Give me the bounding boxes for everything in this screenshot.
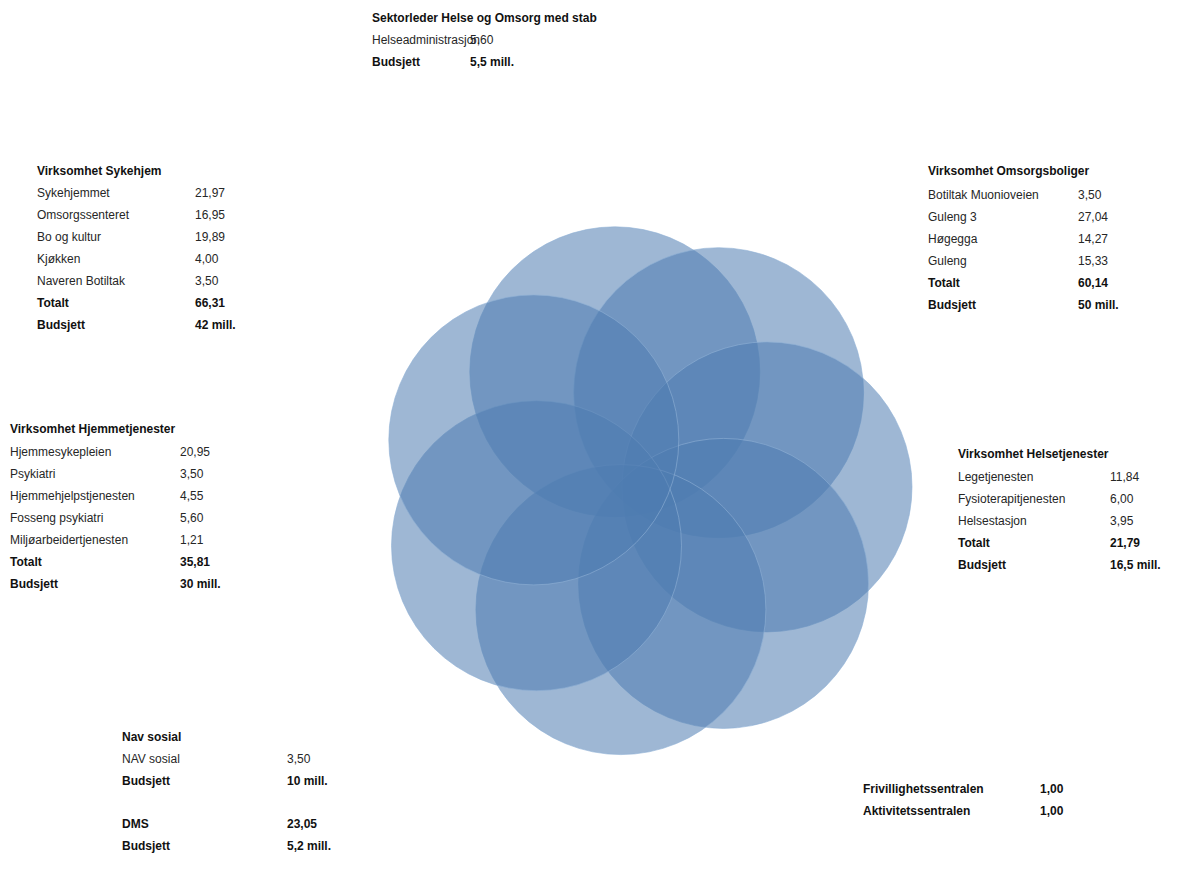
table-cell: 1,21: [180, 532, 203, 548]
table-heading: Budsjett: [122, 773, 170, 789]
table-heading: 35,81: [180, 554, 210, 570]
table-cell: 6,00: [1110, 491, 1133, 507]
table-cell: Guleng 3: [928, 209, 977, 225]
table-heading: Virksomhet Helsetjenester: [958, 446, 1109, 462]
table-heading: 1,00: [1040, 803, 1063, 819]
table-cell: 20,95: [180, 444, 210, 460]
table-cell: Hjemmesykepleien: [10, 444, 111, 460]
table-heading: Sektorleder Helse og Omsorg med stab: [372, 10, 597, 26]
table-heading: Budsjett: [10, 576, 58, 592]
table-heading: Virksomhet Omsorgsboliger: [928, 163, 1089, 179]
table-heading: Virksomhet Hjemmetjenester: [10, 421, 175, 437]
table-cell: 16,95: [195, 207, 225, 223]
table-heading: Nav sosial: [122, 729, 181, 745]
table-cell: Høgegga: [928, 231, 977, 247]
table-cell: Miljøarbeidertjenesten: [10, 532, 128, 548]
table-cell: Fysioterapitjenesten: [958, 491, 1065, 507]
table-cell: 19,89: [195, 229, 225, 245]
table-cell: 11,84: [1110, 469, 1139, 485]
table-heading: Aktivitetssentralen: [863, 803, 970, 819]
table-heading: Budsjett: [372, 54, 420, 70]
table-heading: Totalt: [958, 535, 990, 551]
table-cell: 3,50: [180, 466, 203, 482]
table-cell: 4,00: [195, 251, 218, 267]
table-cell: Psykiatri: [10, 466, 55, 482]
table-heading: Budsjett: [122, 838, 170, 854]
table-heading: 5,2 mill.: [287, 838, 331, 854]
table-cell: 21,97: [195, 185, 225, 201]
table-heading: 1,00: [1040, 781, 1063, 797]
table-heading: Totalt: [10, 554, 42, 570]
table-heading: Budsjett: [928, 297, 976, 313]
table-cell: 14,27: [1078, 231, 1108, 247]
table-heading: 42 mill.: [195, 317, 236, 333]
table-cell: Botiltak Muonioveien: [928, 187, 1039, 203]
table-cell: Helsestasjon: [958, 513, 1027, 529]
table-cell: Helseadministrasjon: [372, 32, 480, 48]
table-heading: 10 mill.: [287, 773, 328, 789]
table-cell: 3,50: [1078, 187, 1101, 203]
table-heading: Budsjett: [958, 557, 1006, 573]
table-cell: 3,95: [1110, 513, 1133, 529]
table-cell: Kjøkken: [37, 251, 80, 267]
table-heading: Totalt: [37, 295, 69, 311]
table-heading: Budsjett: [37, 317, 85, 333]
table-heading: 16,5 mill.: [1110, 557, 1161, 573]
table-cell: Fosseng psykiatri: [10, 510, 103, 526]
flower-circle: [389, 295, 679, 585]
table-cell: 27,04: [1078, 209, 1108, 225]
table-heading: Virksomhet Sykehjem: [37, 163, 162, 179]
table-cell: NAV sosial: [122, 751, 180, 767]
table-heading: 66,31: [195, 295, 225, 311]
table-heading: 5,5 mill.: [470, 54, 514, 70]
table-cell: 5,60: [180, 510, 203, 526]
table-cell: 5,60: [470, 32, 493, 48]
table-heading: 60,14: [1078, 275, 1108, 291]
table-cell: Bo og kultur: [37, 229, 101, 245]
table-heading: 21,79: [1110, 535, 1140, 551]
table-cell: 3,50: [287, 751, 310, 767]
table-heading: 50 mill.: [1078, 297, 1119, 313]
table-cell: 4,55: [180, 488, 203, 504]
table-cell: Guleng: [928, 253, 967, 269]
table-cell: Omsorgssenteret: [37, 207, 129, 223]
table-heading: Totalt: [928, 275, 960, 291]
table-cell: Hjemmehjelpstjenesten: [10, 488, 135, 504]
table-heading: DMS: [122, 816, 149, 832]
table-cell: 3,50: [195, 273, 218, 289]
table-cell: Naveren Botiltak: [37, 273, 125, 289]
table-cell: Legetjenesten: [958, 469, 1033, 485]
table-heading: Frivillighetssentralen: [863, 781, 984, 797]
table-cell: 15,33: [1078, 253, 1108, 269]
table-cell: Sykehjemmet: [37, 185, 110, 201]
table-heading: 30 mill.: [180, 576, 221, 592]
table-heading: 23,05: [287, 816, 317, 832]
